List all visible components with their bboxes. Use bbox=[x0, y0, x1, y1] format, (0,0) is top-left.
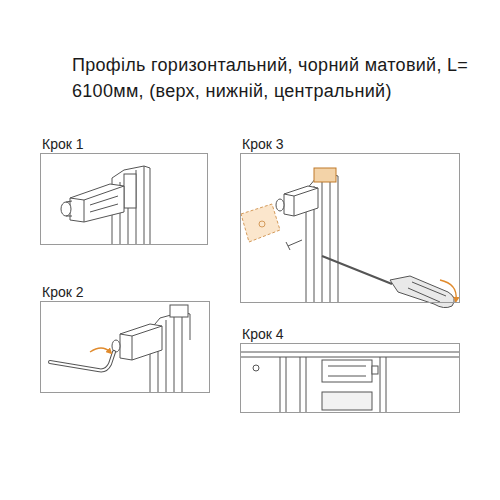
step-frame bbox=[40, 153, 208, 245]
step-frame bbox=[240, 153, 460, 303]
step-label: Крок 2 bbox=[40, 283, 210, 301]
step-panel: Крок 4 bbox=[240, 325, 460, 413]
step-panel: Крок 1 bbox=[40, 135, 208, 245]
step-3-drawing bbox=[241, 168, 456, 308]
step-1-drawing bbox=[61, 166, 150, 244]
step-label: Крок 4 bbox=[240, 325, 460, 343]
title: Профіль горизонтальний, чорний матовий, … bbox=[72, 52, 492, 104]
step-frame bbox=[240, 343, 460, 413]
step-2-drawing bbox=[50, 305, 190, 392]
step-label: Крок 3 bbox=[240, 135, 460, 153]
step-label: Крок 1 bbox=[40, 135, 208, 153]
step-4-drawing bbox=[241, 352, 459, 412]
step-panel: Крок 2 bbox=[40, 283, 210, 393]
step-frame bbox=[40, 301, 210, 393]
step-panel: Крок 3 bbox=[240, 135, 460, 303]
